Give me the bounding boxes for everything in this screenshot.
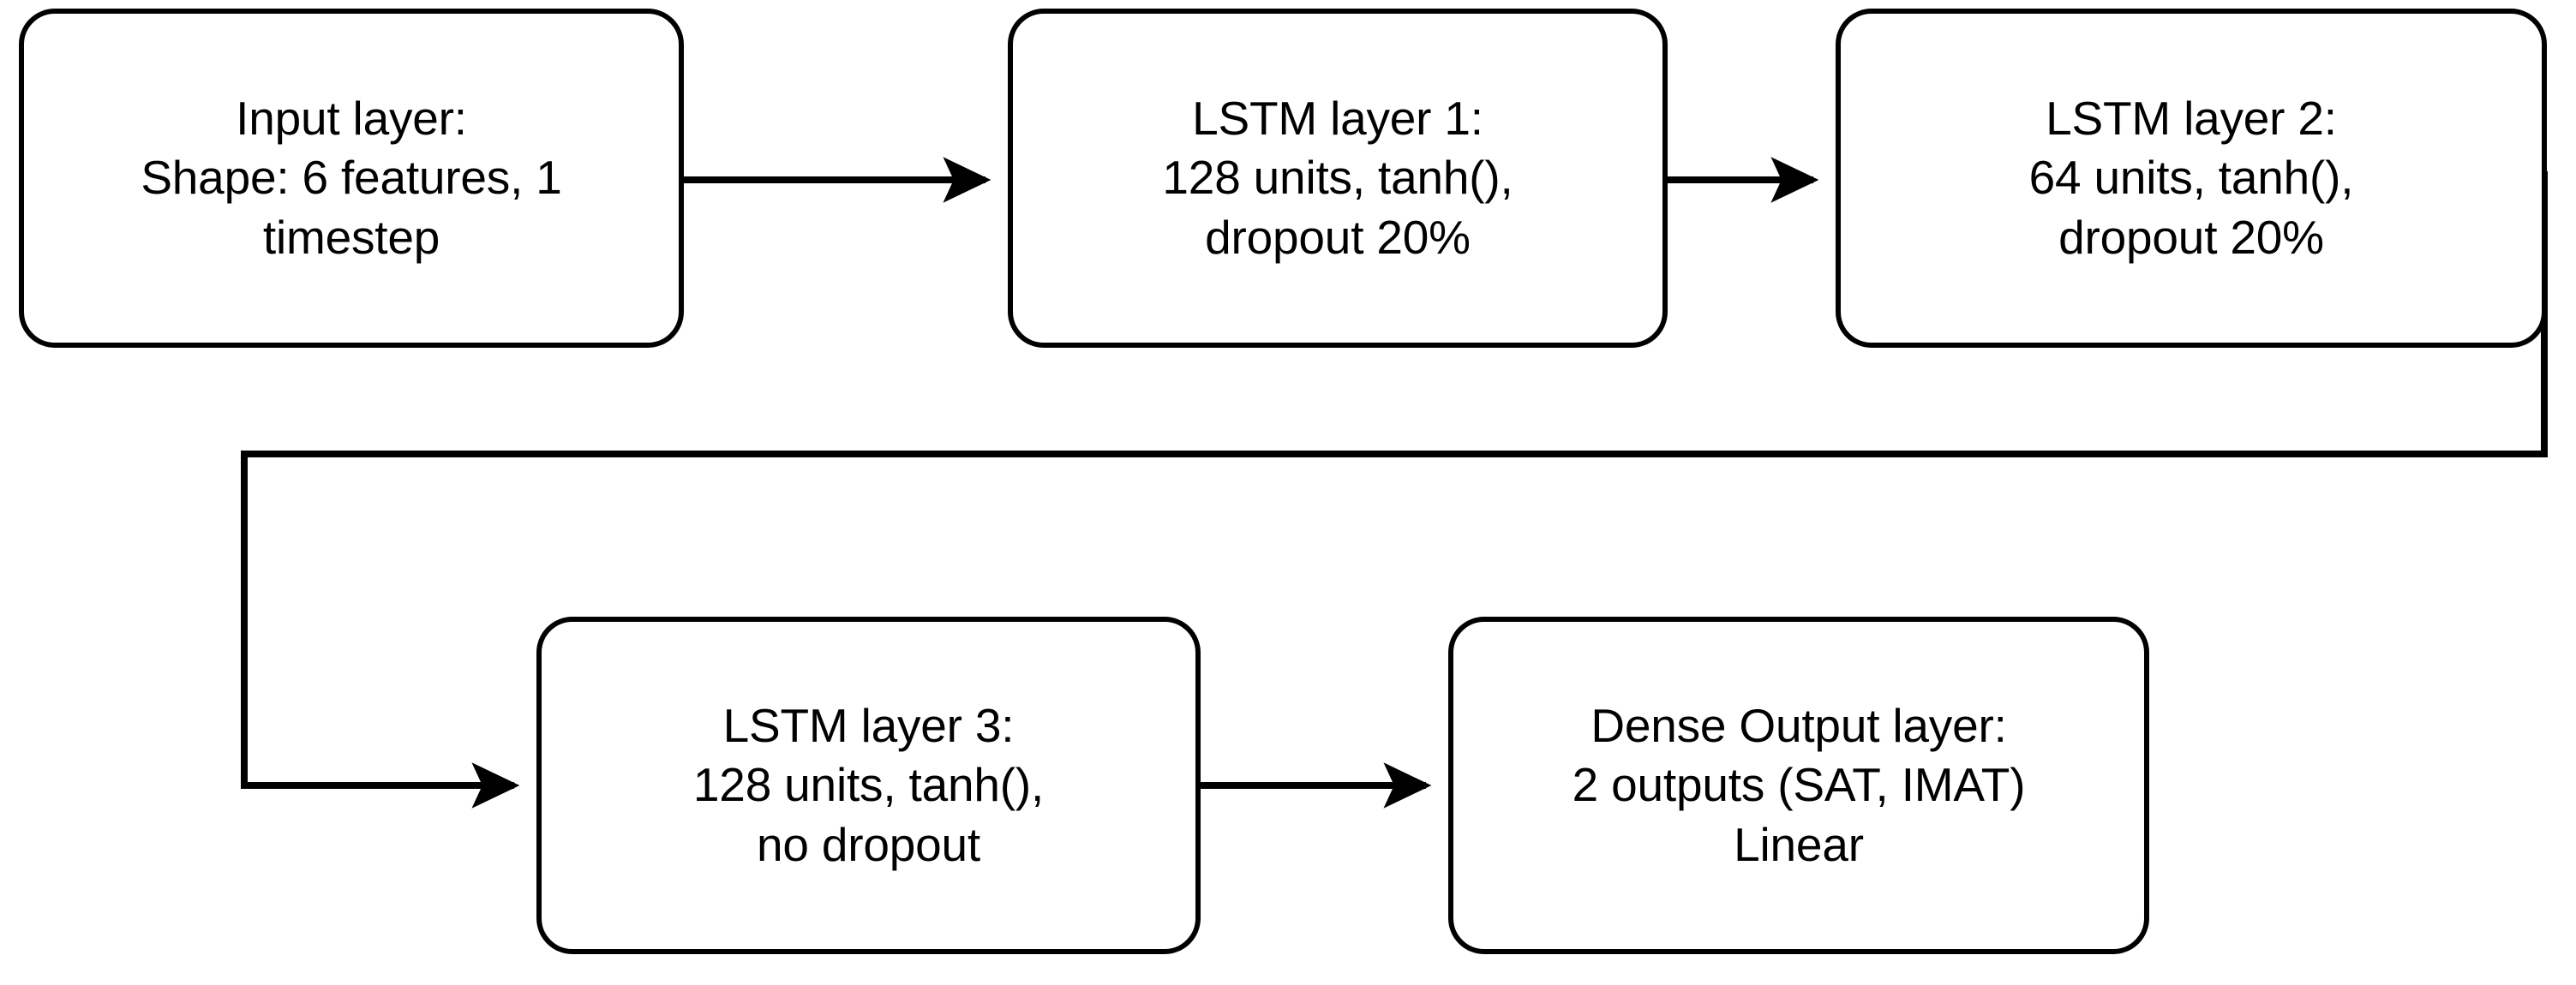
input-layer-node[interactable]: Input layer: Shape: 6 features, 1 timest… — [19, 9, 684, 348]
arrow-lstm2-to-lstm3 — [241, 171, 2548, 809]
lstm-layer-3-line-2: 128 units, tanh(), — [692, 758, 1045, 812]
lstm-layer-2-line-1: LSTM layer 2: — [2046, 92, 2337, 146]
lstm-layer-3-line-3: no dropout — [757, 817, 980, 871]
lstm-layer-1-line-1: LSTM layer 1: — [1192, 92, 1483, 146]
lstm-layer-2-line-3: dropout 20% — [2058, 210, 2324, 264]
dense-output-layer-node[interactable]: Dense Output layer: 2 outputs (SAT, IMAT… — [1448, 617, 2149, 954]
lstm-layer-2-node[interactable]: LSTM layer 2: 64 units, tanh(), dropout … — [1836, 9, 2547, 348]
dense-output-layer-line-1: Dense Output layer: — [1591, 699, 2007, 753]
lstm-layer-1-node[interactable]: LSTM layer 1: 128 units, tanh(), dropout… — [1008, 9, 1668, 348]
input-layer-line-3: timestep — [262, 210, 440, 264]
dense-output-layer-line-2: 2 outputs (SAT, IMAT) — [1572, 758, 2026, 812]
input-layer-line-2: Shape: 6 features, 1 — [141, 151, 562, 205]
dense-output-layer-line-3: Linear — [1734, 817, 1864, 871]
input-layer-line-1: Input layer: — [236, 92, 467, 146]
lstm-layer-1-line-2: 128 units, tanh(), — [1162, 151, 1513, 205]
lstm-layer-1-line-3: dropout 20% — [1205, 210, 1471, 264]
lstm-layer-3-node[interactable]: LSTM layer 3: 128 units, tanh(), no drop… — [536, 617, 1201, 954]
lstm-layer-2-line-2: 64 units, tanh(), — [2028, 151, 2354, 205]
lstm-layer-3-line-1: LSTM layer 3: — [722, 699, 1015, 753]
